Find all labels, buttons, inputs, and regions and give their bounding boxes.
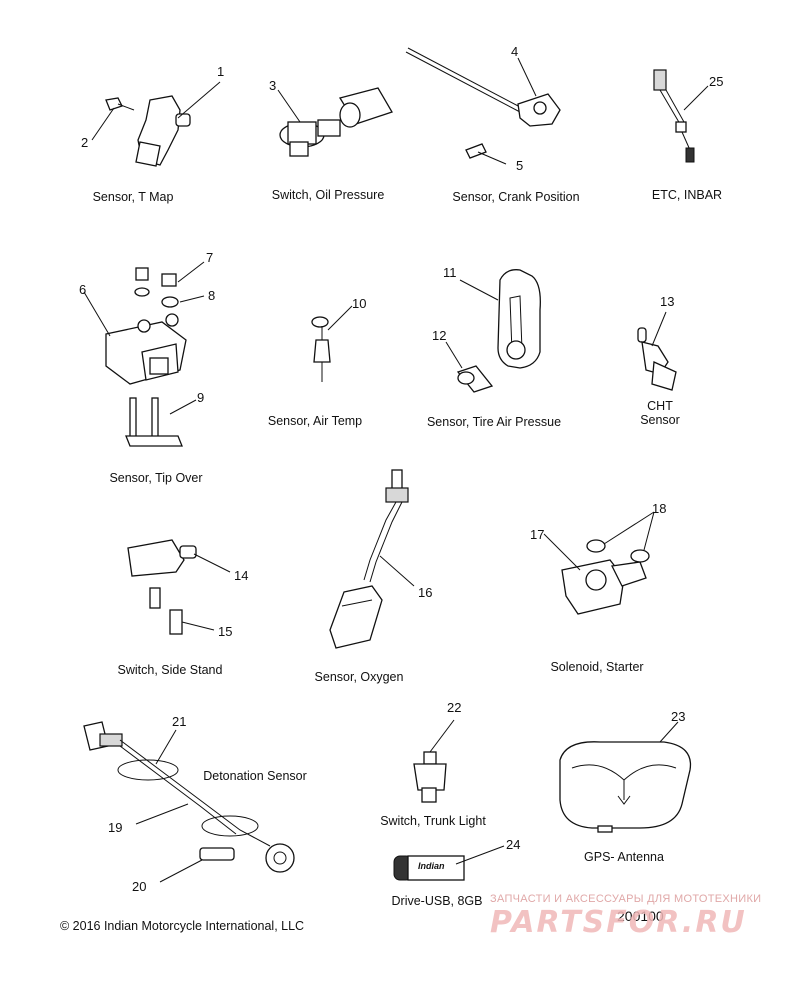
caption-cht-line1: CHT — [647, 399, 673, 413]
caption-air-temp: Sensor, Air Temp — [267, 414, 363, 428]
caption-side-stand: Switch, Side Stand — [117, 663, 223, 677]
gps-antenna-illustration — [559, 721, 692, 833]
figure-number: 200100 — [617, 908, 664, 924]
callout-22: 22 — [447, 700, 462, 715]
callout-19: 19 — [108, 820, 123, 835]
callout-8: 8 — [208, 288, 216, 303]
crank-position-sensor-illustration — [405, 47, 561, 165]
usb-drive-illustration — [393, 845, 505, 881]
caption-t-map: Sensor, T Map — [92, 190, 174, 204]
callout-25: 25 — [709, 74, 724, 89]
caption-tip-over: Sensor, Tip Over — [109, 471, 203, 485]
caption-cht-line2: Sensor — [640, 413, 680, 427]
callout-1: 1 — [217, 64, 225, 79]
caption-detonation: Detonation Sensor — [203, 769, 307, 783]
callout-16: 16 — [418, 585, 433, 600]
detonation-sensor-illustration — [83, 721, 295, 883]
copyright-notice: © 2016 Indian Motorcycle International, … — [60, 919, 305, 933]
trunk-light-switch-illustration — [413, 719, 455, 803]
etc-inbar-illustration — [653, 69, 709, 163]
starter-solenoid-illustration — [543, 511, 655, 615]
air-temp-sensor-illustration — [311, 305, 353, 382]
t-map-sensor-illustration — [91, 81, 221, 167]
caption-starter-solenoid: Solenoid, Starter — [550, 660, 644, 674]
callout-11: 11 — [443, 265, 457, 280]
callout-2: 2 — [81, 135, 89, 150]
caption-tire-air-pressure: Sensor, Tire Air Pressue — [426, 415, 562, 429]
watermark-logo: PARTSFOR.RU — [490, 905, 747, 940]
callout-12: 12 — [432, 328, 447, 343]
callout-7: 7 — [206, 250, 214, 265]
callout-9: 9 — [197, 390, 205, 405]
watermark-tagline: ЗАПЧАСТИ И АКСЕССУАРЫ ДЛЯ МОТОТЕХНИКИ — [490, 893, 762, 905]
callout-3: 3 — [269, 78, 277, 93]
callout-5: 5 — [516, 158, 524, 173]
oxygen-sensor-illustration — [329, 469, 415, 649]
caption-drive-usb: Drive-USB, 8GB — [391, 894, 483, 908]
callout-14: 14 — [234, 568, 249, 583]
callout-23: 23 — [671, 709, 686, 724]
callout-21: 21 — [172, 714, 187, 729]
callout-13: 13 — [660, 294, 675, 309]
usb-brand-label: Indian — [418, 861, 445, 871]
tire-pressure-sensor-illustration — [445, 269, 541, 393]
caption-gps-antenna: GPS- Antenna — [584, 850, 664, 864]
caption-etc-inbar: ETC, INBAR — [651, 188, 723, 202]
cht-sensor-illustration — [637, 311, 677, 391]
callout-18: 18 — [652, 501, 667, 516]
caption-oxygen: Sensor, Oxygen — [314, 670, 404, 684]
callout-20: 20 — [132, 879, 147, 894]
oil-pressure-switch-illustration — [277, 87, 393, 157]
caption-trunk-light: Switch, Trunk Light — [380, 814, 486, 828]
callout-15: 15 — [218, 624, 233, 639]
callout-24: 24 — [506, 837, 521, 852]
caption-oil-pressure: Switch, Oil Pressure — [271, 188, 385, 202]
tip-over-sensor-illustration — [83, 261, 205, 447]
caption-crank-position: Sensor, Crank Position — [452, 190, 580, 204]
side-stand-switch-illustration — [127, 539, 231, 635]
callout-17: 17 — [530, 527, 545, 542]
callout-6: 6 — [79, 282, 87, 297]
callout-10: 10 — [352, 296, 367, 311]
callout-4: 4 — [511, 44, 519, 59]
